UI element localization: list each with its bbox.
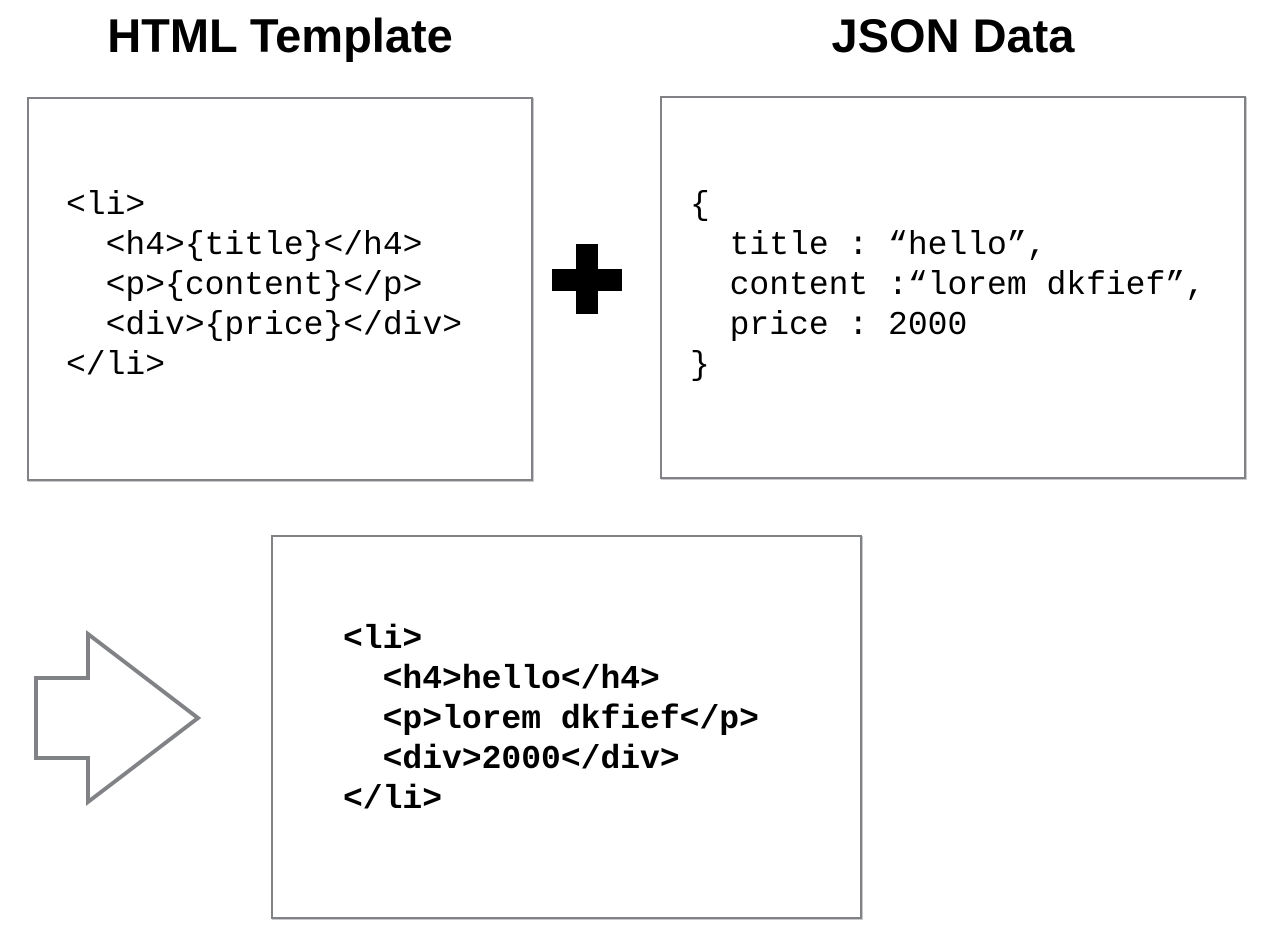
- plus-icon-vertical-bar: [576, 244, 598, 314]
- json-data-heading: JSON Data: [831, 9, 1075, 62]
- arrow-right-outline: [34, 629, 202, 807]
- html-template-box: [27, 97, 533, 481]
- html-template-code: <li> <h4>{title}</h4> <p>{content}</p> <…: [66, 187, 463, 384]
- output-box: [271, 535, 862, 919]
- html-template-heading: HTML Template: [107, 9, 453, 62]
- plus-icon: [552, 244, 622, 314]
- json-data-box: [660, 96, 1246, 479]
- arrow-right-icon: [34, 629, 202, 807]
- json-data-code: { title : “hello”, content :“lorem dkfie…: [690, 187, 1205, 384]
- output-code: <li> <h4>hello</h4> <p>lorem dkfief</p> …: [343, 621, 759, 818]
